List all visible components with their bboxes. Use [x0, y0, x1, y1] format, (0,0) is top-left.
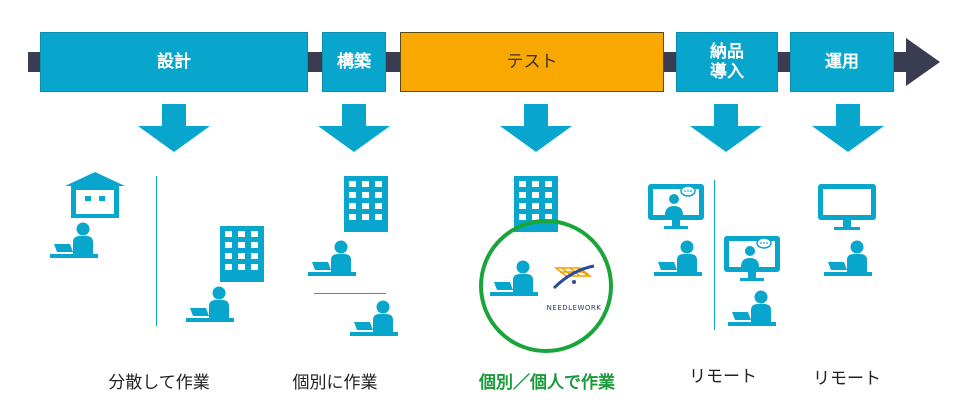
phase-operation: 運用	[790, 32, 894, 92]
desk-worker-icon	[728, 290, 776, 326]
down-arrow-icon	[812, 104, 884, 152]
down-arrow-icon	[500, 104, 572, 152]
desk-worker-icon	[50, 222, 98, 258]
down-arrow-icon	[690, 104, 762, 152]
caption-build: 個別に作業	[292, 373, 378, 393]
caption-operation: リモート	[813, 369, 881, 389]
column-divider	[714, 180, 715, 330]
column-divider	[156, 176, 157, 326]
phase-delivery: 納品 導入	[676, 32, 778, 92]
down-arrow-icon	[318, 104, 390, 152]
monitor-icon	[818, 184, 876, 230]
house-icon	[65, 172, 125, 218]
phase-design: 設計	[40, 32, 308, 92]
desk-worker-icon	[308, 240, 356, 276]
down-arrow-icon	[138, 104, 210, 152]
logo-text: NEEDLEWORK	[546, 304, 602, 312]
needlework-logo	[552, 264, 595, 290]
building-icon	[344, 176, 388, 232]
caption-delivery: リモート	[689, 367, 757, 387]
desk-worker-icon	[490, 260, 538, 296]
desk-worker-icon	[186, 286, 234, 322]
desk-worker-icon	[654, 240, 702, 276]
desk-worker-icon	[350, 300, 398, 336]
video-call-monitor-icon	[724, 236, 780, 281]
caption-design: 分散して作業	[108, 373, 210, 393]
caption-test: 個別／個人で作業	[479, 373, 615, 393]
row-divider	[314, 293, 386, 294]
building-icon	[220, 226, 264, 282]
desk-worker-icon	[824, 240, 872, 276]
phase-build: 構築	[322, 32, 386, 92]
phase-test: テスト	[400, 32, 664, 92]
highlight-circle	[479, 219, 613, 353]
video-call-monitor-icon	[648, 184, 704, 229]
